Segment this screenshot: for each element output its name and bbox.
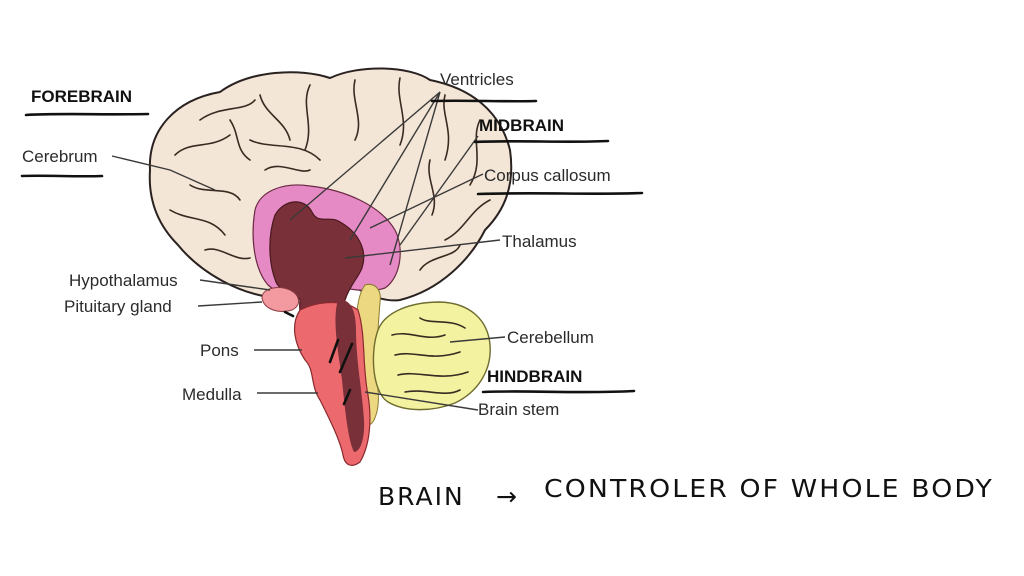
hypothalamus-label: Hypothalamus	[69, 271, 178, 290]
cerebrum-label: Cerebrum	[22, 147, 98, 166]
hindbrain-heading: HINDBRAIN	[487, 367, 582, 386]
note-brain: BRAIN	[378, 482, 465, 511]
cerebrum-shape	[148, 67, 513, 302]
leader-lines	[111, 91, 506, 411]
pituitary-gland-label: Pituitary gland	[64, 297, 172, 316]
underlines	[20, 99, 644, 394]
cerebellum-label: Cerebellum	[507, 328, 594, 347]
ventricles-label: Ventricles	[440, 70, 514, 89]
midbrain-heading: MIDBRAIN	[479, 116, 564, 135]
brain-stem-label: Brain stem	[478, 400, 559, 419]
corpus-callosum-label: Corpus callosum	[484, 166, 611, 185]
brain-stem-core-shape	[335, 299, 365, 452]
pons-label: Pons	[200, 341, 239, 360]
hand-marks	[283, 310, 354, 406]
forebrain-heading: FOREBRAIN	[31, 87, 132, 106]
medulla-label: Medulla	[182, 385, 242, 404]
thalamus-shape	[269, 201, 365, 331]
note-controller: CONTROLER OF WHOLE BODY	[544, 474, 994, 503]
thalamus-label: Thalamus	[502, 232, 577, 251]
pituitary-shape	[261, 287, 299, 312]
cerebellum-folds	[391, 317, 469, 394]
note-arrow: →	[496, 482, 519, 511]
